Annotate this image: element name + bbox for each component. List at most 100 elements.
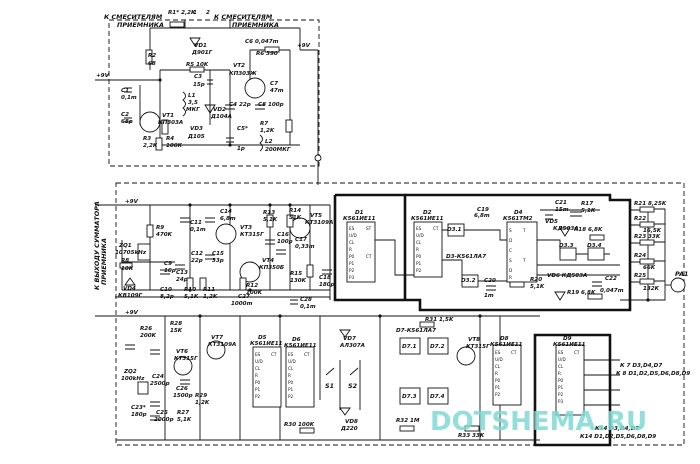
svg-text:P1: P1	[558, 385, 564, 390]
r25-symbol	[639, 278, 655, 285]
label-d5: D5	[258, 335, 267, 341]
d3-3-gate	[559, 247, 577, 261]
label-c18-value: 180p	[319, 282, 335, 288]
label-r12: R12	[246, 283, 258, 289]
label-vd6: VD6 КД503А	[547, 273, 587, 279]
label-c20-value: 1m	[484, 293, 494, 299]
svg-text:S: S	[509, 258, 512, 263]
l2-inductor	[259, 134, 263, 152]
r20-symbol	[509, 281, 525, 288]
label-vt5: VT5	[310, 213, 322, 219]
label-r6: R6 390	[256, 51, 278, 57]
label-c16-value: 100p	[277, 239, 293, 245]
label-vd3-value: Д105	[187, 134, 205, 140]
r5-symbol	[189, 66, 205, 73]
rail-plus9-c: +9V	[125, 199, 139, 205]
r1-symbol	[169, 21, 185, 28]
svg-text:CT: CT	[574, 350, 580, 355]
svg-text:R: R	[558, 371, 561, 376]
label-c25-value: 2000p	[154, 417, 174, 423]
label-r11: R11	[203, 287, 215, 293]
label-c12: C12	[191, 251, 203, 257]
vd4-varicap	[124, 277, 136, 286]
r6-symbol	[264, 46, 280, 53]
label-vd8-value: Д220	[340, 426, 358, 432]
label-c26: C26	[176, 386, 188, 392]
label-vt7: VT7	[211, 335, 223, 341]
label-c9-value: 10p	[164, 268, 176, 274]
svg-text:R: R	[288, 373, 291, 378]
label-d7-2: D7.2	[430, 344, 445, 350]
svg-text:P0: P0	[288, 380, 294, 385]
svg-text:U/D: U/D	[255, 359, 263, 364]
label-r28: R28	[170, 321, 182, 327]
label-r27-value: 5,1K	[177, 417, 192, 423]
r12-symbol	[239, 277, 247, 291]
d5-pins: ES U/D CL R P0 P1 P2 CT	[255, 352, 277, 399]
svg-text:ES: ES	[288, 352, 294, 357]
label-vd7-value: АЛ307А	[339, 343, 365, 349]
counter-wiring	[375, 229, 620, 282]
label-r11-value: 1,2K	[203, 294, 218, 300]
svg-text:P1: P1	[416, 261, 422, 266]
label-r3-value: 2,2K	[143, 143, 158, 149]
label-c21-value: 15m	[555, 207, 569, 213]
label-d3-4: D3.4	[587, 243, 602, 249]
svg-text:P2: P2	[349, 268, 355, 273]
r22-symbol	[639, 221, 655, 228]
label-zq1: ZQ1	[118, 243, 132, 249]
rf-diodes	[189, 37, 216, 114]
label-r31: R31 1,5K	[425, 317, 454, 323]
zq1-symbol	[137, 243, 151, 261]
label-r25-value: 132K	[643, 286, 660, 292]
label-vt4: VT4	[262, 258, 274, 264]
d8-pins: ES U/D CL R P0 P1 P2 CT	[495, 350, 517, 397]
d6-pins: ES U/D CL R P0 P1 P2 CT	[288, 352, 310, 399]
vt4-symbol	[239, 261, 261, 283]
label-vt1: VT1	[162, 113, 174, 119]
rf-connector	[314, 154, 322, 162]
label-r33: R33 33K	[458, 433, 485, 439]
osc-capacitors	[160, 217, 332, 305]
svg-text:R: R	[509, 275, 512, 280]
label-r2-value: 68	[148, 61, 156, 67]
svg-text:CL: CL	[558, 364, 564, 369]
svg-text:CT: CT	[433, 226, 439, 231]
svg-text:P2: P2	[558, 392, 564, 397]
d8-chip	[492, 344, 522, 406]
label-r13: R13	[263, 210, 275, 216]
vt3-symbol	[215, 223, 237, 245]
label-c13-value: 24p	[176, 277, 188, 283]
label-r29: R29	[195, 393, 207, 399]
counter-top-parts	[540, 209, 600, 220]
svg-text:P0: P0	[255, 380, 261, 385]
label-r25: R25	[634, 273, 646, 279]
label-zq2: ZQ2	[123, 369, 137, 375]
svg-text:U/D: U/D	[288, 359, 296, 364]
svg-text:CL: CL	[349, 240, 355, 245]
svg-text:P0: P0	[416, 254, 422, 259]
label-l1-value: 3,5	[188, 100, 198, 106]
r3-symbol	[155, 137, 163, 151]
r7-symbol	[285, 119, 293, 133]
svg-text:P0: P0	[349, 254, 355, 259]
svg-text:CT: CT	[304, 352, 310, 357]
label-d2: D2	[423, 210, 432, 216]
vt6-symbol	[173, 356, 193, 376]
label-r26-value: 200K	[140, 333, 157, 339]
label-d1: D1	[355, 210, 364, 216]
label-d9: D9	[563, 336, 572, 342]
label-d3-1: D3.1	[447, 227, 462, 233]
label-r17: R17	[581, 201, 593, 207]
label-c28: C28	[300, 297, 312, 303]
label-r14: R14	[289, 208, 301, 214]
vt5-symbol	[289, 217, 311, 239]
label-c26-value: 1500p	[173, 393, 193, 399]
rf-module-enclosure	[108, 19, 320, 167]
label-zq2-value: 100kHz	[121, 376, 145, 382]
label-vt3: VT3	[240, 225, 252, 231]
label-d9-value: К561ИЕ11	[553, 342, 586, 348]
label-c25: C25	[156, 410, 168, 416]
svg-text:P1: P1	[495, 385, 501, 390]
